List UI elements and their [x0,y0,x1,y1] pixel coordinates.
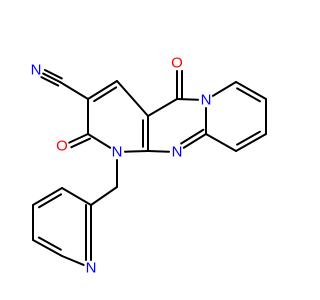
bond-CN_C-CN_N-second [43,69,63,80]
atom-label-layer: O O N N N N N [31,55,212,277]
bond-C13-N8 [147,150,171,153]
bond-Py3-Py4 [32,239,63,257]
molecule-structure: O O N N N N N [0,0,300,300]
bond-C13-N1 [123,150,149,153]
atom-label-ketone-o: O [171,55,183,72]
bond-Py3-Py4-second [37,236,62,251]
bond-N8-C5 [182,133,207,149]
bond-C2-O2 [68,133,89,144]
bond-Py5-Py6 [32,187,63,206]
bond-Py5-Py6-second [38,193,63,209]
atom-label-pyridine-n: N [86,260,97,277]
bond-C2-O2-second [70,137,92,149]
bond-R1-R2-second [236,87,261,103]
bond-C3-CN_C [59,81,89,100]
bond-C3-C4 [87,80,118,100]
bond-C11-C12 [147,98,178,117]
background [0,0,300,300]
bond-R3-R4-second [236,130,261,146]
bond-CN_C-CN_N [42,72,61,83]
atom-label-n-bridgehead: N [201,92,212,109]
bond-C4-C12 [116,80,149,117]
bond-N7-R1 [211,81,237,97]
bond-C3-C4-second [93,86,118,103]
atom-label-n-imine: N [172,144,183,161]
bond-N8-C5-second [180,128,205,145]
atom-label-lactam-o: O [56,138,68,155]
atom-label-nitrile-n: N [31,62,42,79]
bond-Py6-Py1 [61,187,92,206]
bond-R4-C5 [205,133,237,152]
bond-CN_C-CN_N-third [40,76,60,87]
bond-layer [32,69,267,266]
molecule-canvas: O O N N N N N [0,0,300,300]
atom-label-n-alkyl: N [112,144,123,161]
bond-PyN-Py3 [61,255,85,266]
bond-C11-N7 [176,98,200,101]
bond-R1-R2 [235,81,267,100]
bond-N1-C2 [87,133,112,149]
bond-R3-R4 [235,133,267,152]
bond-CH2-Py1 [90,186,118,206]
